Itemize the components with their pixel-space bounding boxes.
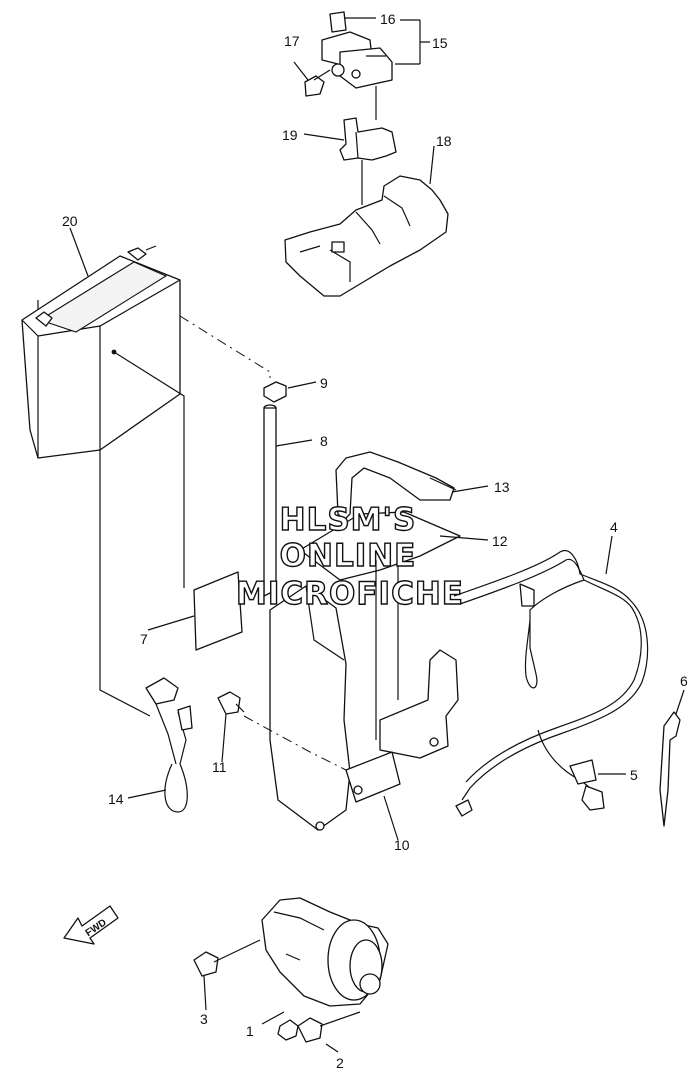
callout-2: 2 xyxy=(336,1055,344,1071)
callout-6: 6 xyxy=(680,673,688,689)
starter-motor-part xyxy=(261,897,389,1007)
nut-part-1 xyxy=(277,1019,299,1041)
callout-4: 4 xyxy=(610,519,618,535)
cable-part-4 xyxy=(453,550,649,817)
callout-14: 14 xyxy=(108,791,124,807)
bolt-part-11 xyxy=(217,691,245,715)
battery-part-20 xyxy=(21,245,181,459)
cover-part-18 xyxy=(284,175,449,297)
watermark: HLSM'S ONLINE MICROFICHE xyxy=(235,501,464,612)
starter-relay-part xyxy=(321,11,393,89)
callout-8: 8 xyxy=(320,433,328,449)
callout-20: 20 xyxy=(62,213,78,229)
callout-numbers: 1 2 3 4 5 6 7 8 9 10 11 12 13 14 15 16 1… xyxy=(62,11,688,1071)
cable-tie-part-6 xyxy=(659,711,681,827)
callout-5: 5 xyxy=(630,767,638,783)
lead-part-14 xyxy=(145,677,193,813)
leader-lines xyxy=(69,61,685,1053)
callout-10: 10 xyxy=(394,837,410,853)
callout-3: 3 xyxy=(200,1011,208,1027)
bolt-part-3 xyxy=(193,939,261,977)
watermark-line-3: MICROFICHE xyxy=(236,576,464,612)
forward-direction-arrow: FWD xyxy=(63,905,119,945)
callout-1: 1 xyxy=(246,1023,254,1039)
callout-15: 15 xyxy=(432,35,448,51)
bracket-part-19 xyxy=(339,117,397,161)
callout-16: 16 xyxy=(380,11,396,27)
callout-9: 9 xyxy=(320,375,328,391)
bolt-part-17 xyxy=(304,69,331,97)
callout-17: 17 xyxy=(284,33,300,49)
callout-12: 12 xyxy=(492,533,508,549)
callout-11: 11 xyxy=(212,759,227,775)
watermark-line-1: HLSM'S xyxy=(280,502,417,538)
breather-tube-part-8 xyxy=(263,407,277,597)
tray-part-12 xyxy=(299,511,461,581)
callout-13: 13 xyxy=(494,479,510,495)
clip-part-9 xyxy=(263,381,287,412)
callout-18: 18 xyxy=(436,133,452,149)
pad-part-7 xyxy=(193,571,243,651)
battery-box-part-10 xyxy=(269,556,459,831)
bolt-part-2 xyxy=(297,1011,361,1043)
watermark-line-2: ONLINE xyxy=(280,538,417,574)
strap-part-13 xyxy=(335,451,457,521)
clamp-part-5 xyxy=(569,759,597,785)
callout-19: 19 xyxy=(282,127,298,143)
callout-7: 7 xyxy=(140,631,148,647)
